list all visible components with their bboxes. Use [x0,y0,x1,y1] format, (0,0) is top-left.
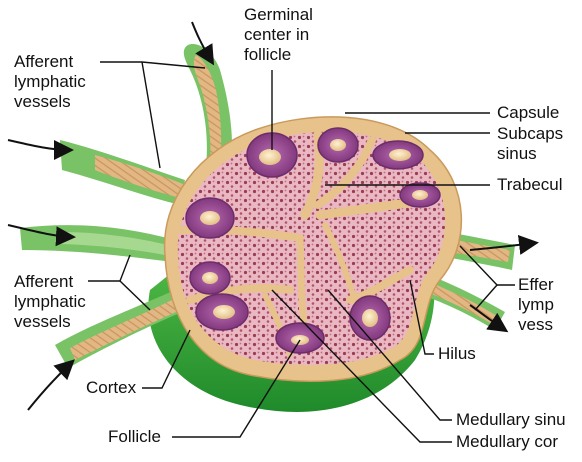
label-afferent-bottom-line2: lymphatic [14,292,86,312]
label-efferent-line2: lymp [518,295,554,315]
label-afferent-top-line3: vessels [14,92,86,112]
label-capsule: Capsule [497,103,559,123]
follicle-bottom-center [276,323,324,353]
follicle-bottom-right [350,296,390,340]
label-germinal-line1: Germinal [244,5,313,25]
label-subcapsular-sinus: Subcaps sinus [497,124,563,164]
label-subcapsular-line2: sinus [497,144,563,164]
label-afferent-bottom-line3: vessels [14,312,86,332]
label-medullary-cord: Medullary cor [456,432,558,452]
label-efferent: Effer lymp vess [518,275,554,335]
label-trabeculae: Trabecul [497,175,563,195]
follicle-right [400,183,440,207]
follicle-left-upper [186,198,234,238]
label-afferent-bottom-line1: Afferent [14,272,86,292]
afferent-vessel-upper-left [60,140,185,205]
follicle-upper-right [373,141,423,169]
follicle-bottom-left [196,294,248,330]
label-follicle: Follicle [108,427,161,447]
label-efferent-line3: vess [518,315,554,335]
label-medullary-sinus: Medullary sinu [456,410,566,430]
label-germinal-line3: follicle [244,45,313,65]
label-germinal-line2: center in [244,25,313,45]
label-efferent-line1: Effer [518,275,554,295]
label-germinal-center: Germinal center in follicle [244,5,313,65]
follicle-left-lower [190,262,230,294]
label-cortex: Cortex [86,378,136,398]
label-subcapsular-line1: Subcaps [497,124,563,144]
label-afferent-bottom: Afferent lymphatic vessels [14,272,86,332]
label-afferent-top-line2: lymphatic [14,72,86,92]
label-hilus: Hilus [438,344,476,364]
follicle-upper-middle [318,128,358,162]
label-afferent-top: Afferent lymphatic vessels [14,52,86,112]
label-afferent-top-line1: Afferent [14,52,86,72]
afferent-vessel-left [20,225,175,262]
